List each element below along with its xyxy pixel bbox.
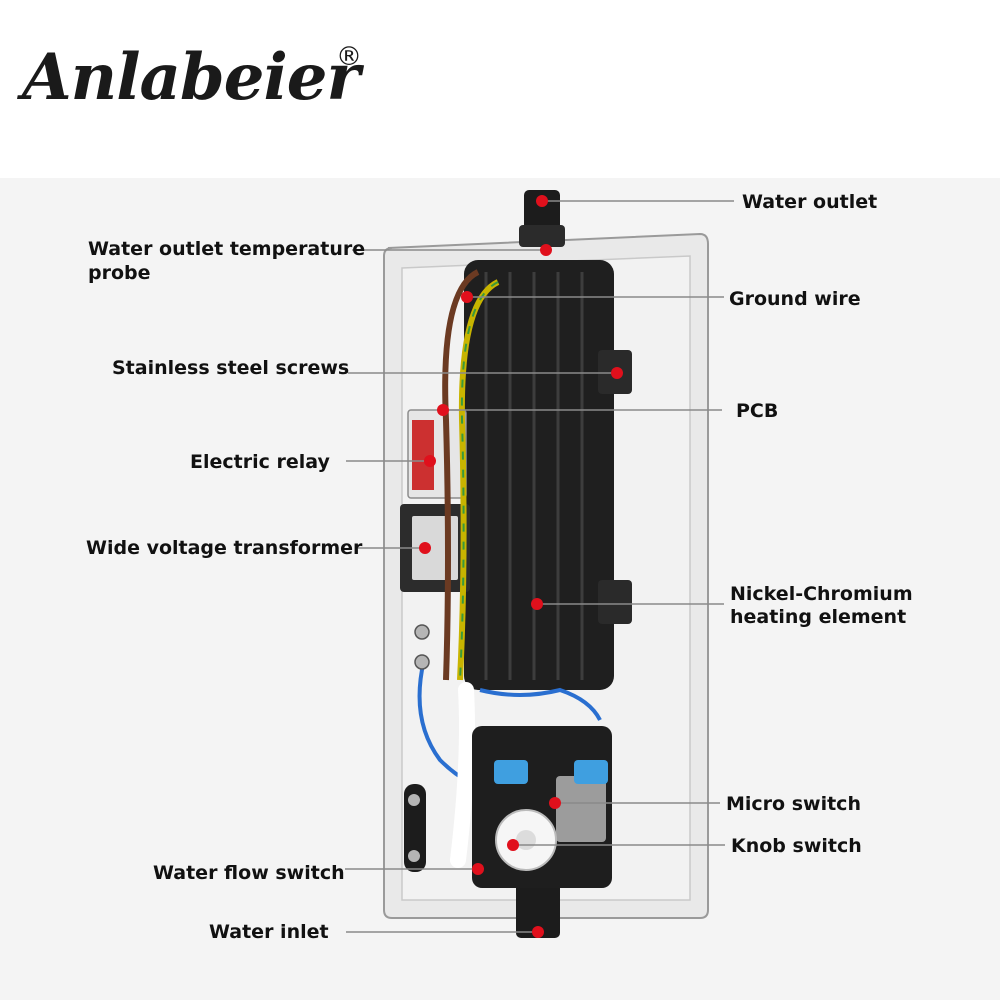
label-water-outlet: Water outlet	[742, 191, 878, 213]
marker-temperature-probe	[540, 244, 552, 256]
marker-water-inlet	[532, 926, 544, 938]
label-water-inlet: Water inlet	[209, 921, 329, 943]
micro-switch-body	[556, 776, 606, 842]
marker-nickel-chromium	[531, 598, 543, 610]
label-ground-wire: Ground wire	[729, 288, 861, 310]
stainless-screw	[414, 624, 430, 640]
label-knob-switch: Knob switch	[731, 835, 862, 857]
label-micro-switch: Micro switch	[726, 793, 861, 815]
marker-transformer	[419, 542, 431, 554]
label-pcb: PCB	[736, 400, 779, 422]
heating-element	[464, 260, 614, 690]
marker-ground-wire	[461, 291, 473, 303]
label-wide-voltage-transformer: Wide voltage transformer	[86, 537, 363, 559]
label-stainless-steel-screws: Stainless steel screws	[112, 357, 350, 379]
label-electric-relay: Electric relay	[190, 451, 330, 473]
heating-element-ribs	[484, 272, 584, 680]
label-nickel-chromium-line1: Nickel-Chromium	[730, 583, 913, 605]
water-inlet-pipe	[516, 880, 560, 938]
white-tube	[450, 682, 475, 868]
registered-mark: ®	[336, 42, 362, 72]
marker-water-flow-switch	[472, 863, 484, 875]
brown-wire	[442, 269, 480, 681]
marker-stainless-screws	[611, 367, 623, 379]
label-water-flow-switch: Water flow switch	[153, 862, 345, 884]
marker-pcb	[437, 404, 449, 416]
brand-logo: Anlabeier	[22, 40, 360, 115]
marker-water-outlet	[536, 195, 548, 207]
marker-micro-switch	[549, 797, 561, 809]
label-nickel-chromium-line2: heating element	[730, 606, 907, 628]
label-temperature-probe-line1: Water outlet temperature	[88, 238, 366, 260]
label-temperature-probe-line2: probe	[88, 262, 151, 284]
marker-knob-switch	[507, 839, 519, 851]
marker-electric-relay	[424, 455, 436, 467]
